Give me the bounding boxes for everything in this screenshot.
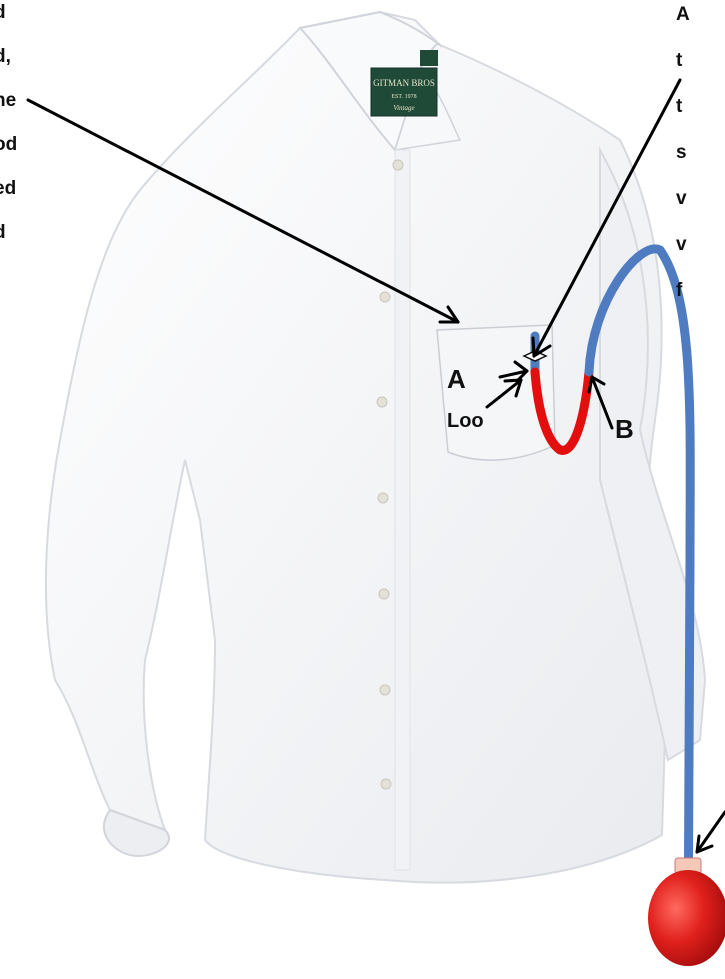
svg-text:Vintage: Vintage: [393, 104, 414, 112]
label-loop: Loo: [447, 410, 484, 433]
left-note-line: d: [0, 222, 6, 244]
svg-text:GITMAN BROS: GITMAN BROS: [373, 78, 435, 88]
right-note-line: A: [676, 4, 690, 26]
svg-text:EST. 1978: EST. 1978: [391, 94, 416, 100]
right-note-line: v: [676, 234, 687, 256]
left-note-line: d,: [0, 46, 11, 68]
right-note-line: t: [676, 50, 682, 72]
right-note-line: f: [676, 280, 682, 302]
shirt-placket: [395, 150, 410, 870]
right-note-line: s: [676, 142, 687, 164]
left-note-line: d: [0, 2, 6, 24]
bulb-icon: [648, 858, 725, 966]
right-note-line: v: [676, 188, 687, 210]
left-note-line: ed: [0, 178, 16, 200]
label-b: B: [615, 414, 634, 445]
left-note-line: od: [0, 134, 17, 156]
right-note-line: t: [676, 96, 682, 118]
left-note-line: he: [0, 90, 16, 112]
label-a: A: [447, 364, 466, 395]
